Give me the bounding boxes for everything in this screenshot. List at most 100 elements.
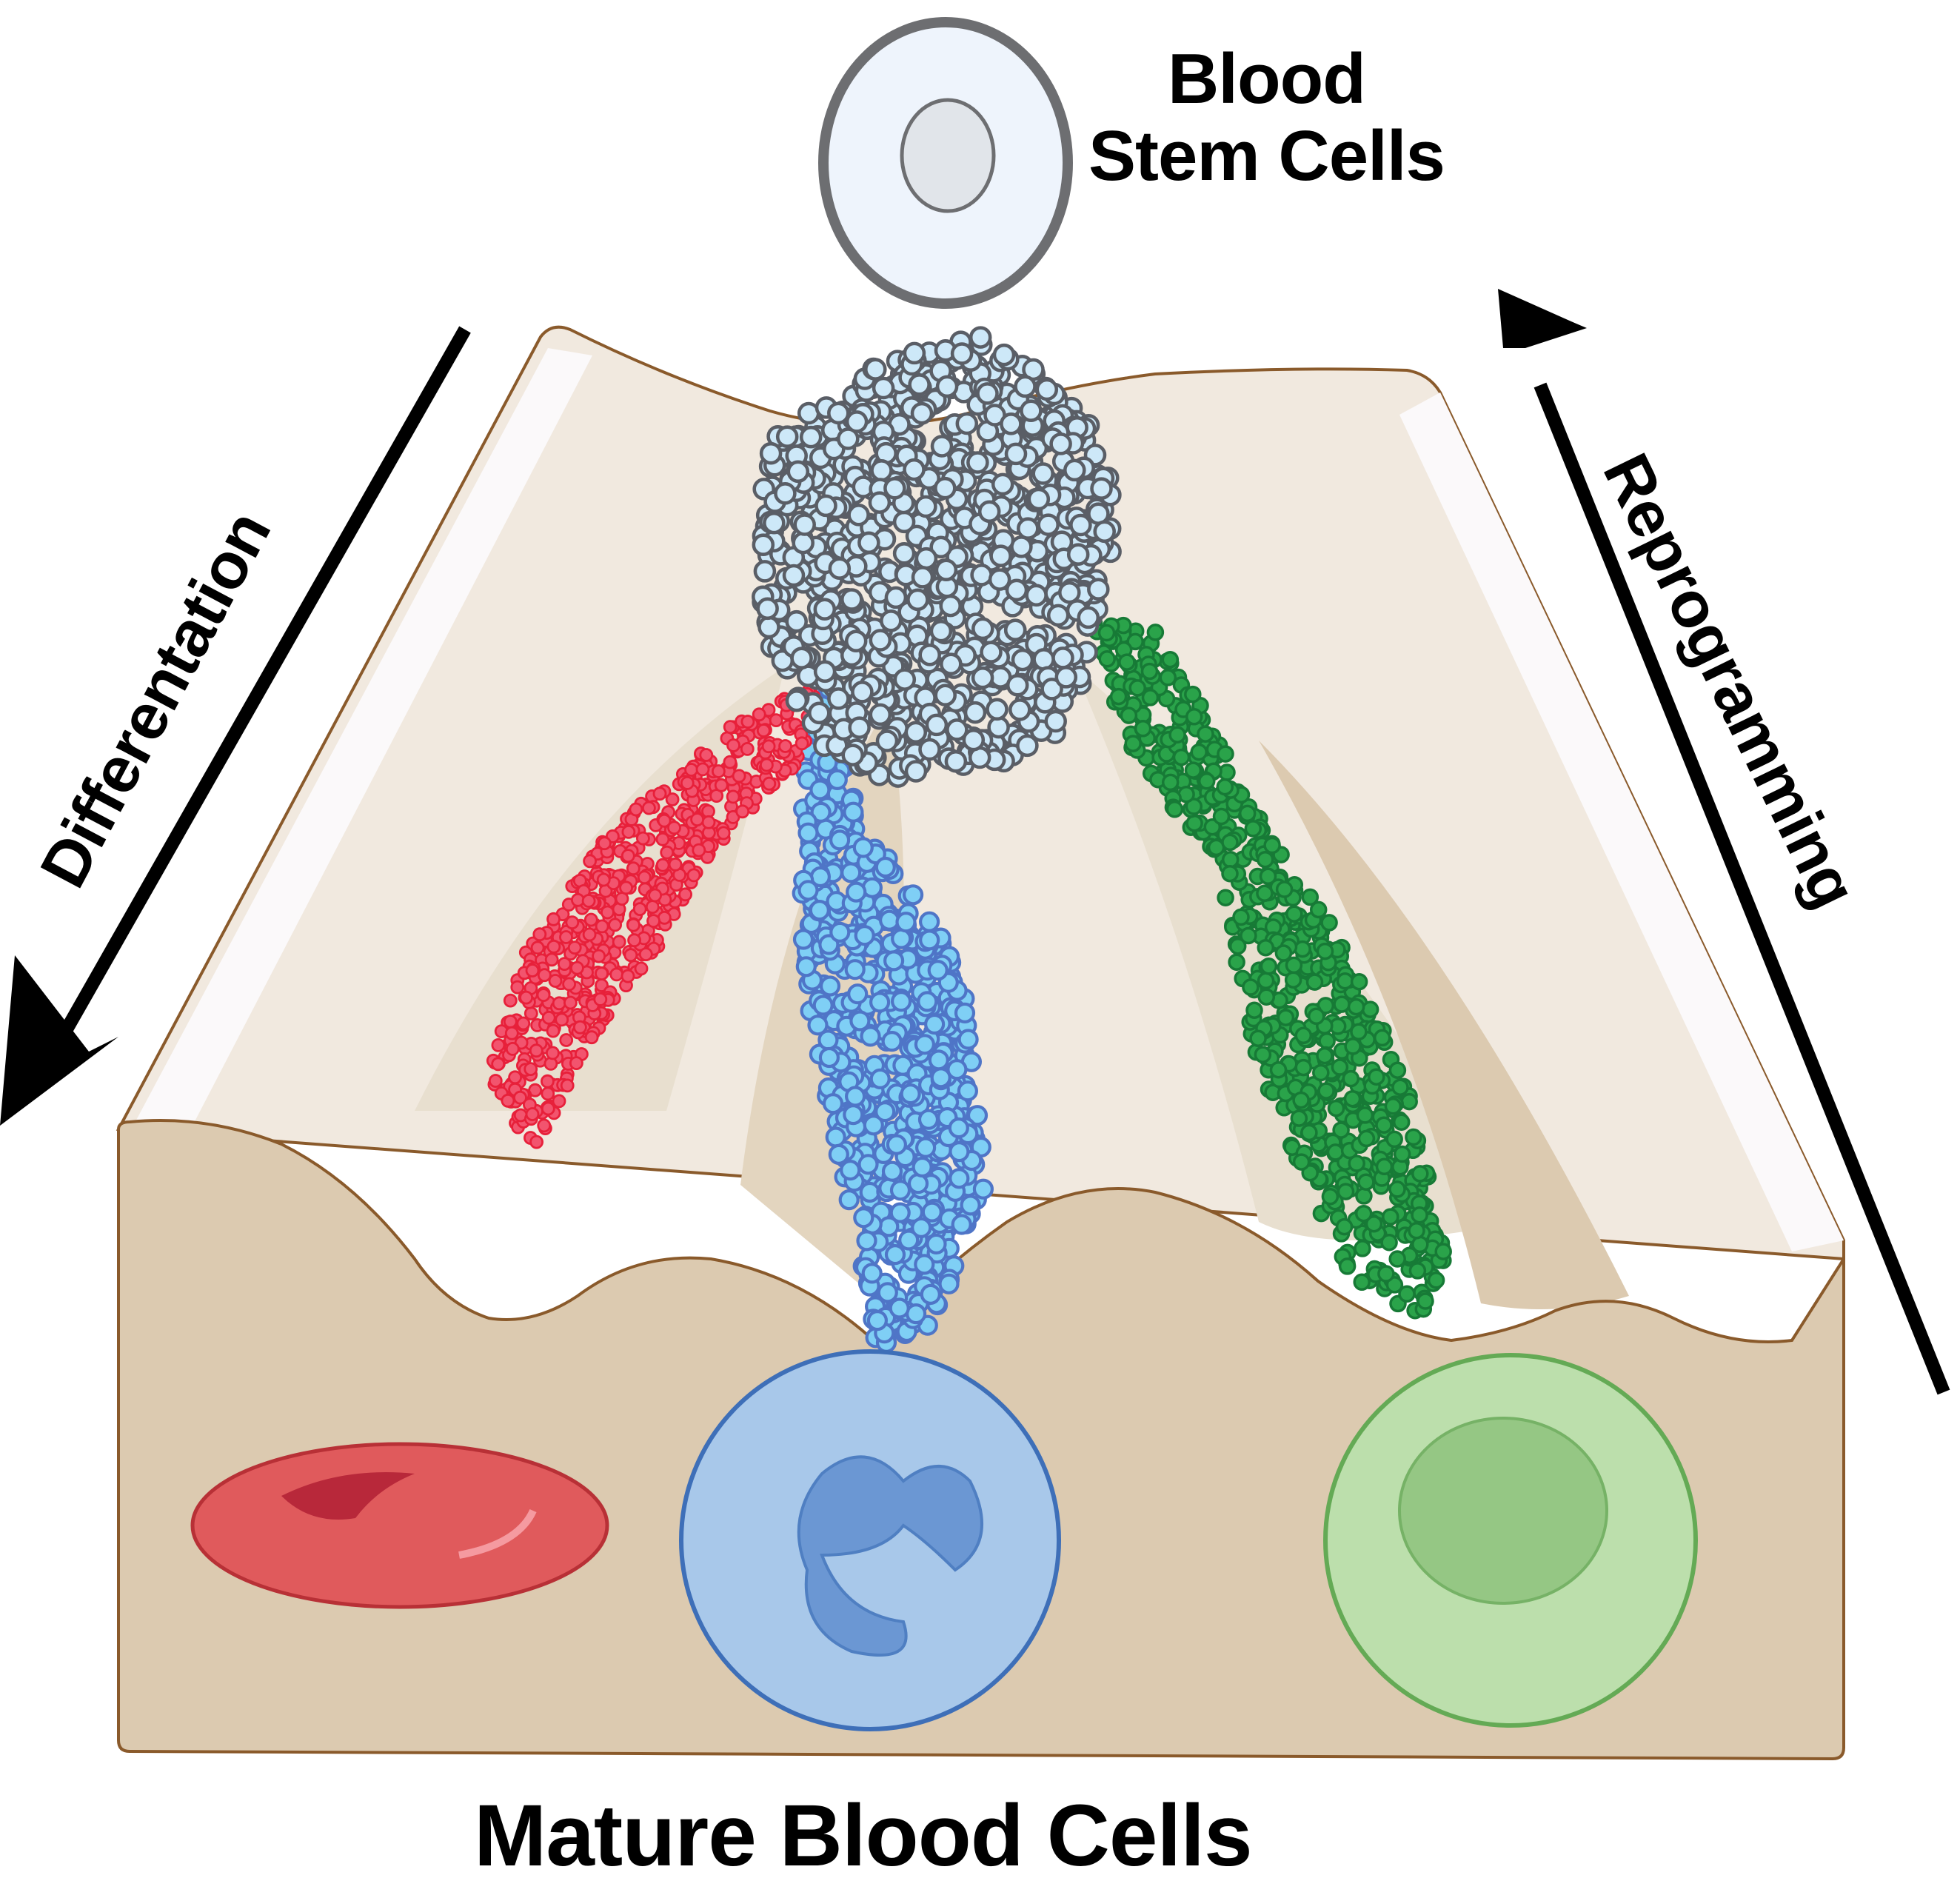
cluster-cell (678, 887, 692, 902)
cluster-cell (869, 629, 892, 652)
cluster-cell (642, 801, 656, 815)
cluster-cell (825, 1126, 846, 1148)
cluster-cell (963, 701, 987, 724)
cluster-cell (845, 410, 869, 433)
cluster-cell (812, 995, 834, 1016)
cluster-cell (1020, 399, 1043, 422)
cluster-cell (1035, 378, 1059, 401)
cluster-cell (1332, 1121, 1350, 1139)
cluster-cell (581, 894, 596, 908)
cluster-cell (880, 609, 903, 632)
cluster-cell (1260, 958, 1278, 975)
cluster-cell (869, 992, 891, 1013)
cluster-cell (569, 1056, 583, 1070)
cluster-cell (1006, 674, 1029, 697)
cluster-cell (513, 1090, 527, 1105)
cluster-cell (1377, 1265, 1395, 1283)
cluster-cell (859, 1181, 880, 1203)
cluster-cell (1269, 1060, 1288, 1079)
cluster-cell (665, 792, 680, 806)
cluster-cell (925, 713, 949, 737)
cluster-cell (949, 1168, 970, 1189)
cluster-cell (541, 1086, 555, 1101)
cluster-cell (583, 854, 597, 869)
cluster-cell (881, 1160, 903, 1182)
cluster-cell (946, 718, 969, 741)
cluster-cell (793, 513, 816, 536)
cluster-cell (903, 458, 926, 481)
cluster-cell (684, 763, 698, 777)
cluster-cell (878, 909, 900, 931)
cluster-cell (632, 902, 647, 916)
cluster-cell (849, 1010, 871, 1032)
cluster-cell (1353, 1273, 1371, 1291)
cluster-cell (1185, 814, 1203, 832)
cluster-cell (1010, 535, 1033, 558)
cluster-cell (904, 721, 928, 744)
monocyte-nucleus (1398, 1417, 1608, 1605)
cluster-cell (1140, 662, 1159, 681)
cluster-cell (857, 531, 880, 555)
cluster-cell (935, 375, 959, 398)
cluster-cell (525, 1107, 540, 1121)
cluster-cell (629, 802, 643, 817)
cluster-cell (1168, 726, 1186, 744)
cluster-cell (1046, 604, 1070, 627)
cluster-cell (546, 1023, 561, 1038)
cluster-cell (869, 1068, 891, 1090)
cluster-cell (636, 831, 650, 846)
cluster-cell (1290, 1109, 1308, 1127)
cluster-cell (992, 343, 1016, 367)
cluster-cell (828, 557, 852, 580)
cluster-cell (1025, 584, 1048, 607)
cluster-cell (944, 749, 968, 773)
cluster-cell (1184, 685, 1202, 704)
cluster-cell (960, 1194, 981, 1216)
cluster-cell (1161, 773, 1180, 792)
cluster-cell (1004, 442, 1028, 466)
cluster-cell (971, 666, 994, 689)
cluster-cell (929, 535, 952, 559)
cluster-cell (810, 801, 832, 823)
cluster-cell (723, 755, 737, 769)
cluster-cell (847, 504, 870, 527)
cluster-cell (559, 930, 573, 944)
cluster-cell (648, 888, 662, 903)
cluster-cell (893, 668, 917, 691)
cluster-cell (595, 919, 609, 934)
cluster-cell (1275, 881, 1294, 898)
cluster-cell (573, 1020, 587, 1035)
cluster-cell (1063, 458, 1086, 482)
cluster-cell (966, 451, 989, 474)
cluster-cell (601, 905, 615, 920)
cluster-cell (1307, 1007, 1325, 1026)
stem-label-line-2: Stem Cells (1088, 116, 1445, 196)
cluster-cell (1003, 618, 1027, 641)
cluster-cell (1069, 513, 1092, 537)
cluster-cell (988, 568, 1011, 591)
cluster-cell (1238, 804, 1257, 823)
erythroid-cluster (486, 683, 823, 1149)
cluster-cell (1385, 1276, 1404, 1294)
cluster-cell (918, 644, 941, 666)
cluster-cell (1221, 851, 1240, 869)
cluster-cell (797, 880, 819, 901)
cluster-cell (786, 460, 810, 484)
cluster-cell (1027, 487, 1051, 511)
cluster-cell (619, 881, 633, 895)
cluster-cell (723, 720, 737, 734)
cluster-cell (972, 1178, 994, 1200)
cluster-cell (795, 736, 809, 751)
cluster-cell (655, 832, 670, 846)
cluster-cell (753, 560, 777, 583)
cluster-cell (1032, 648, 1055, 671)
cluster-cell (537, 1118, 552, 1133)
cluster-cell (883, 950, 905, 972)
cluster-cell (977, 500, 1001, 524)
cluster-cell (818, 1046, 840, 1069)
cluster-cell (934, 684, 957, 706)
cluster-cell (900, 1083, 921, 1105)
cluster-cell (634, 961, 649, 976)
cluster-cell (519, 990, 533, 1005)
cluster-cell (1336, 972, 1354, 990)
